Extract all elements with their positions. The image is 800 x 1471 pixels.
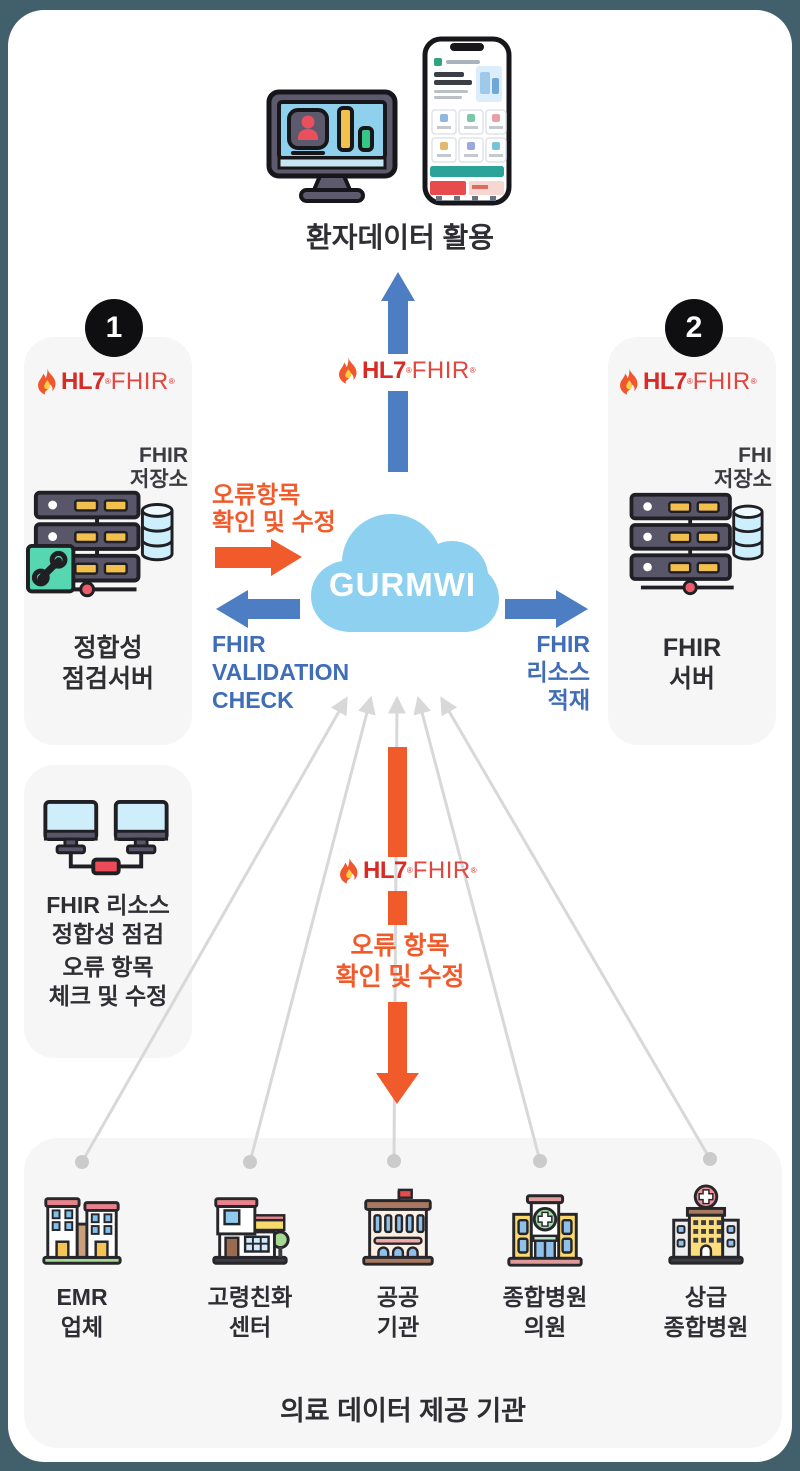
general-hospital-icon — [507, 1194, 583, 1267]
fhir-server-icon — [629, 492, 764, 596]
error-fix-line-1: 오류항목 — [212, 482, 301, 509]
error-item-check-label: 오류 항목 체크 및 수정 — [24, 953, 192, 1011]
provider-label-senior-center: 고령친화 센터 — [180, 1282, 320, 1342]
provider-line-1: 고령친화 — [207, 1284, 293, 1310]
hl7-wordmark: HL7 — [61, 368, 105, 395]
name-line-2: 서버 — [668, 665, 715, 693]
step-1-badge: 1 — [85, 299, 143, 357]
resource-check-label: FHIR 리소스 정합성 점검 — [24, 891, 192, 949]
arrow-error-fix-left — [215, 539, 302, 576]
registered-mark: ® — [750, 377, 757, 386]
arrow-up-to-patient-data — [381, 272, 415, 472]
validation-line-2: VALIDATION — [212, 659, 350, 685]
provider-label-public: 공공 기관 — [328, 1282, 468, 1342]
hl7-wordmark: HL7 — [643, 368, 687, 395]
provider-line-1: 상급 — [684, 1284, 728, 1310]
registered-mark: ® — [469, 366, 476, 375]
check-line-3: 오류 항목 — [62, 954, 154, 980]
validation-server-icon — [26, 490, 174, 598]
registered-mark: ® — [406, 866, 413, 875]
provider-line-1: 공공 — [376, 1284, 420, 1310]
provider-label-emr: EMR 업체 — [12, 1282, 152, 1342]
fhir-wordmark: FHIR — [692, 368, 751, 395]
validation-line-3: CHECK — [212, 687, 294, 713]
validation-line-1: FHIR — [212, 631, 266, 657]
resource-load-label: FHIR 리소스 적재 — [498, 630, 590, 714]
provider-connector-dots — [75, 1152, 717, 1169]
monitors-network-icon — [43, 799, 169, 876]
load-line-1: FHIR — [536, 631, 590, 657]
name-line-1: 정합성 — [73, 634, 143, 662]
storage-line-2: 저장소 — [130, 468, 188, 491]
arrow-resource-load — [505, 590, 588, 628]
emr-company-icon — [42, 1197, 122, 1265]
flame-icon — [340, 857, 358, 884]
hl7-fhir-logo-left-panel: HL7®FHIR® — [36, 368, 175, 396]
error-fix-line-1: 오류 항목 — [350, 932, 450, 960]
registered-mark: ® — [686, 377, 693, 386]
provider-line-2: 종합병원 — [663, 1314, 749, 1340]
step-2-badge: 2 — [665, 299, 723, 357]
error-fix-center-label: 오류 항목 확인 및 수정 — [310, 931, 490, 993]
provider-line-2: 업체 — [60, 1314, 104, 1340]
hl7-wordmark: HL7 — [363, 857, 407, 884]
provider-label-general-hospital: 종합병원 의원 — [475, 1282, 615, 1342]
mobile-app-icon — [422, 36, 512, 206]
hl7-wordmark: HL7 — [362, 357, 406, 384]
storage-line-1: FHIR — [139, 444, 188, 467]
cloud-icon — [311, 514, 499, 632]
name-line-2: 점검서버 — [61, 665, 154, 693]
hl7-fhir-logo-right-panel: HL7®FHIR® — [618, 368, 757, 396]
provider-label-tertiary-hospital: 상급 종합병원 — [636, 1282, 776, 1342]
cloud-label: GURMWI — [328, 566, 477, 603]
registered-mark: ® — [405, 366, 412, 375]
load-line-3: 적재 — [547, 687, 590, 713]
storage-line-1: FHI — [738, 444, 772, 467]
error-fix-left-label: 오류항목 확인 및 수정 — [212, 482, 362, 536]
arrow-validation-check — [216, 590, 300, 628]
provider-line-2: 의원 — [523, 1314, 567, 1340]
public-institution-icon — [362, 1188, 434, 1266]
error-fix-line-2: 확인 및 수정 — [335, 963, 465, 991]
registered-mark: ® — [104, 377, 111, 386]
provider-line-2: 기관 — [376, 1314, 420, 1340]
hl7-fhir-logo-down-flow: HL7®FHIR® — [338, 857, 477, 885]
flame-icon — [339, 357, 357, 384]
providers-title: 의료 데이터 제공 기관 — [279, 1396, 527, 1426]
provider-line-1: EMR — [56, 1284, 108, 1310]
check-line-1: FHIR 리소스 — [46, 892, 170, 918]
flame-icon — [620, 368, 638, 395]
provider-connector-lines — [80, 695, 712, 1163]
flame-icon — [38, 368, 56, 395]
fhir-wordmark: FHIR — [412, 857, 471, 884]
monitor-dashboard-icon — [266, 89, 398, 203]
tertiary-hospital-icon — [668, 1184, 744, 1265]
senior-center-icon — [212, 1197, 290, 1265]
storage-line-2: 저장소 — [714, 468, 772, 491]
fhir-storage-label-right: FHI 저장소 — [680, 444, 772, 492]
validation-check-label: FHIR VALIDATION CHECK — [212, 630, 382, 714]
load-line-2: 리소스 — [526, 659, 590, 685]
name-line-1: FHIR — [662, 634, 722, 662]
provider-line-1: 종합병원 — [502, 1284, 588, 1310]
fhir-storage-label-left: FHIR 저장소 — [96, 444, 188, 492]
registered-mark: ® — [470, 866, 477, 875]
wrench-icon — [26, 543, 76, 594]
check-line-2: 정합성 점검 — [51, 921, 165, 947]
hl7-fhir-logo-up-flow: HL7®FHIR® — [337, 357, 476, 385]
fhir-wordmark: FHIR — [110, 368, 169, 395]
patient-data-title: 환자데이터 활용 — [305, 222, 495, 253]
registered-mark: ® — [168, 377, 175, 386]
gurmwi-cloud: GURMWI — [305, 500, 500, 638]
fhir-wordmark: FHIR — [411, 357, 470, 384]
arrow-error-fix-down — [376, 747, 419, 1104]
provider-line-2: 센터 — [228, 1314, 272, 1340]
check-line-4: 체크 및 수정 — [48, 983, 168, 1009]
fhir-server-name: FHIR 서버 — [608, 633, 776, 695]
validation-server-name: 정합성 점검서버 — [24, 633, 192, 695]
error-fix-line-2: 확인 및 수정 — [212, 509, 336, 536]
